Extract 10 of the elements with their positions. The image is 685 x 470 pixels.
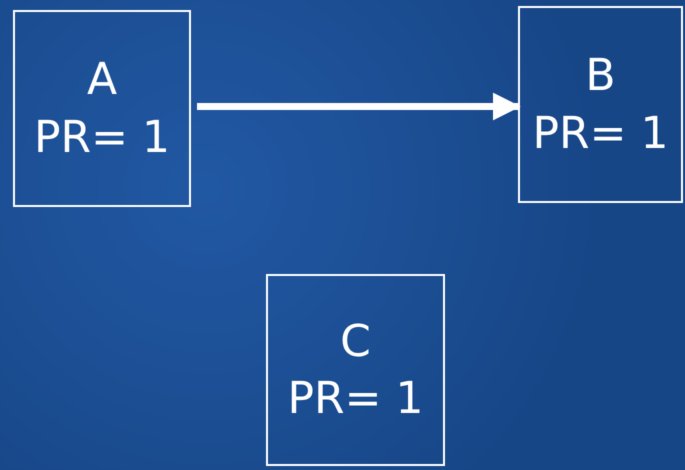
pagerank-value: PR= 1 [532,106,668,160]
node-box [518,6,683,203]
node-name: B [585,49,616,104]
node-name: C [340,314,371,369]
arrow [197,92,521,120]
node-box [266,274,445,466]
pagerank-value: PR= 1 [288,372,424,426]
node-name: A [86,53,118,108]
node-box [13,10,191,207]
pagerank-value: PR= 1 [34,110,170,164]
